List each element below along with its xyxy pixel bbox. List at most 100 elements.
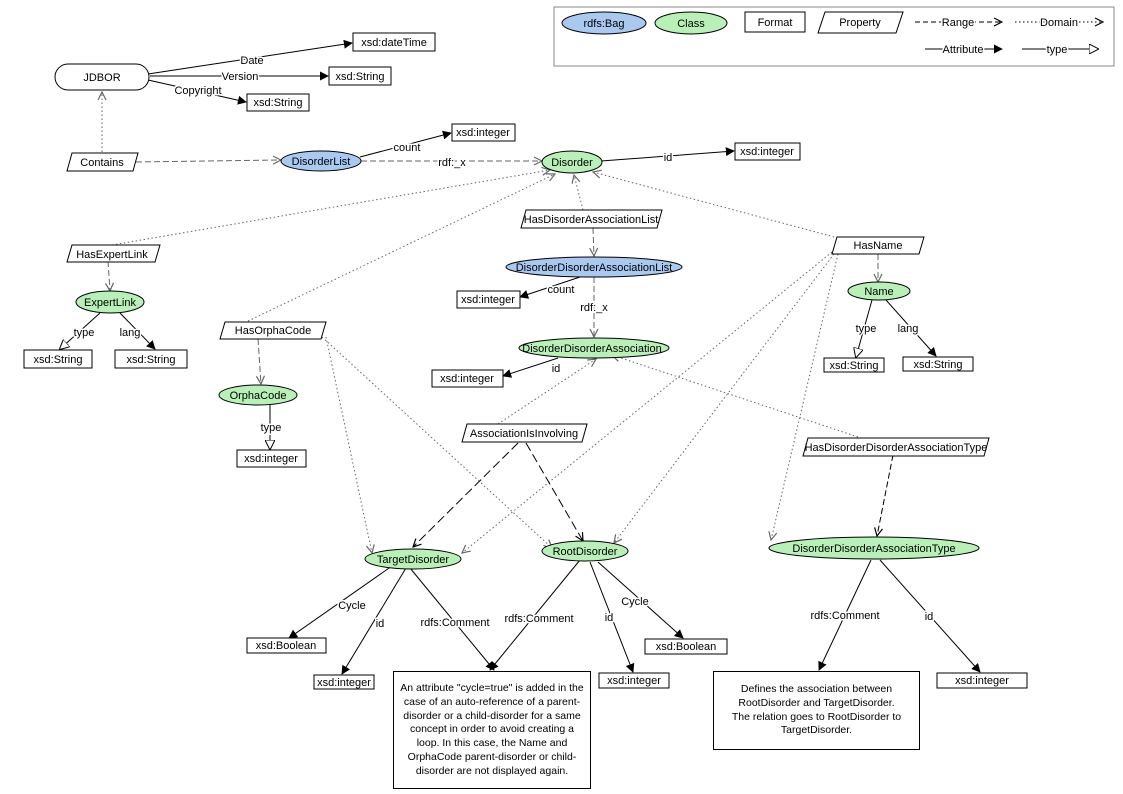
xsd-integer-id-node <box>734 142 801 161</box>
xsd-string-copyright-label: xsd:String <box>254 97 303 109</box>
rootdisorder-label: RootDisorder <box>553 546 618 558</box>
edge-jdbor-copyright <box>147 79 247 105</box>
disorder-node <box>541 150 603 174</box>
label-type-orphacode: type <box>261 422 282 434</box>
edge-expertlink-type <box>60 312 101 349</box>
nodes: JDBOR xsd:dateTime xsd:String xsd:String… <box>23 32 1028 690</box>
label-count-ddalist: count <box>548 284 575 296</box>
cycle-comment-text: An attribute "cycle=true" is added in th… <box>400 682 584 777</box>
legend-domain-label: Domain <box>1040 17 1078 29</box>
edge-expertlink-lang <box>119 312 156 350</box>
label-id-root: id <box>605 612 614 624</box>
disorderlist-label: DisorderList <box>292 156 351 168</box>
edge-aii-targetdisorder <box>413 442 519 547</box>
label-type-expertlink: type <box>74 327 95 339</box>
edge-hoc-targetdisorder <box>325 336 372 553</box>
xsd-string-el-lang-label: xsd:String <box>127 354 176 366</box>
ddatype-node <box>768 536 980 560</box>
jdbor-label: JDBOR <box>83 72 120 84</box>
label-id-disorder: id <box>664 152 673 164</box>
edge-root-comment <box>489 559 581 671</box>
label-date: Date <box>240 55 263 67</box>
hasorphacode-node <box>219 321 327 340</box>
xsd-integer-id-label: xsd:integer <box>740 146 794 158</box>
xsd-integer-target-id-node <box>313 674 375 690</box>
name-label: Name <box>864 286 893 298</box>
legend-class-label: Class <box>677 18 705 30</box>
edge-name-type <box>856 299 873 357</box>
edge-hasname-ddatype <box>771 253 839 540</box>
edge-aii-rootdisorder <box>525 442 583 541</box>
xsd-integer-dda-id-label: xsd:integer <box>440 373 494 385</box>
orphacode-label: OrphaCode <box>230 390 287 402</box>
label-cycle-target: Cycle <box>338 600 366 612</box>
edge-hddat-dda <box>612 355 859 438</box>
edge-target-id <box>341 567 407 675</box>
legend-bag-label: rdfs:Bag <box>584 18 625 30</box>
label-comment-root: rdfs:Comment <box>504 613 573 625</box>
hasname-node <box>831 236 925 255</box>
edge-labels: Date Version Copyright count rdf:_x id c… <box>72 54 935 632</box>
label-id-target: id <box>376 618 385 630</box>
legend-class-shape <box>654 11 728 35</box>
xsd-integer-target-id-label: xsd:integer <box>317 677 371 689</box>
expertlink-label: ExpertLink <box>84 297 136 309</box>
edge-hasname-targetdisorder <box>462 251 833 553</box>
hasexpertlink-label: HasExpertLink <box>76 249 148 261</box>
edge-dda-id <box>502 357 559 378</box>
edge-ddatype-comment <box>818 559 872 671</box>
edge-aii-dda <box>497 359 596 425</box>
hasdisorderassociationlist-node <box>520 209 663 229</box>
dda-node <box>518 337 670 359</box>
xsd-string-name-lang-label: xsd:String <box>914 359 963 371</box>
label-count-disorderlist: count <box>394 142 421 154</box>
xsd-string-name-type-node <box>823 357 885 373</box>
edge-root-id <box>589 561 635 673</box>
label-lang-expertlink: lang <box>120 327 141 339</box>
edge-hdal-ddalist <box>593 227 594 256</box>
hasexpertlink-node <box>66 244 161 263</box>
xsd-integer-dda-id-node <box>431 369 504 388</box>
xsd-integer-orpha-label: xsd:integer <box>244 453 298 465</box>
edge-hoc-orphacode <box>258 338 261 384</box>
xsd-integer-root-id-label: xsd:integer <box>607 675 661 687</box>
legend-format-label: Format <box>758 17 793 29</box>
legend-attribute-label: Attribute <box>943 44 984 56</box>
targetdisorder-label: TargetDisorder <box>377 554 449 566</box>
hasname-label: HasName <box>854 240 903 252</box>
orphacode-node <box>218 384 298 406</box>
edge-contains-disorderlist <box>135 160 281 162</box>
hasdisorderassociationlist-label: HasDisorderAssociationList <box>524 214 659 226</box>
xsd-boolean-root-node <box>644 638 728 655</box>
legend-format-shape <box>744 11 806 33</box>
xsd-integer-count2-label: xsd:integer <box>461 294 515 306</box>
legend-bag-shape <box>561 11 647 35</box>
edges <box>60 39 981 675</box>
association-comment-text: Defines the association between RootDiso… <box>731 683 902 737</box>
xsd-integer-count-node <box>451 123 516 142</box>
name-node <box>847 281 911 301</box>
xsd-integer-type-id-label: xsd:integer <box>955 675 1009 687</box>
contains-node <box>66 152 139 172</box>
legend-type-label: type <box>1047 44 1068 56</box>
hasorphacode-label: HasOrphaCode <box>235 325 311 337</box>
label-type-name: type <box>856 323 877 335</box>
label-cycle-root: Cycle <box>621 596 649 608</box>
label-comment-target: rdfs:Comment <box>420 617 489 629</box>
xsd-boolean-target-label: xsd:Boolean <box>256 640 317 652</box>
legend-property-shape <box>817 11 904 34</box>
cycle-comment-box: An attribute "cycle=true" is added in th… <box>393 671 591 789</box>
xsd-boolean-root-label: xsd:Boolean <box>656 641 717 653</box>
xsd-integer-type-id-node <box>936 672 1028 689</box>
edge-root-cycle <box>597 561 684 639</box>
xsd-integer-orpha-node <box>236 449 307 468</box>
edge-disorder-id <box>600 147 735 162</box>
edge-hasname-rootdisorder <box>614 253 835 543</box>
edge-target-cycle <box>288 565 393 639</box>
label-rdfx-ddalist: rdf:_x <box>580 302 608 314</box>
xsd-string-name-lang-node <box>902 356 974 372</box>
label-version: Version <box>222 71 259 83</box>
disorderlist-node <box>280 150 362 172</box>
jdbor-node <box>54 63 150 91</box>
